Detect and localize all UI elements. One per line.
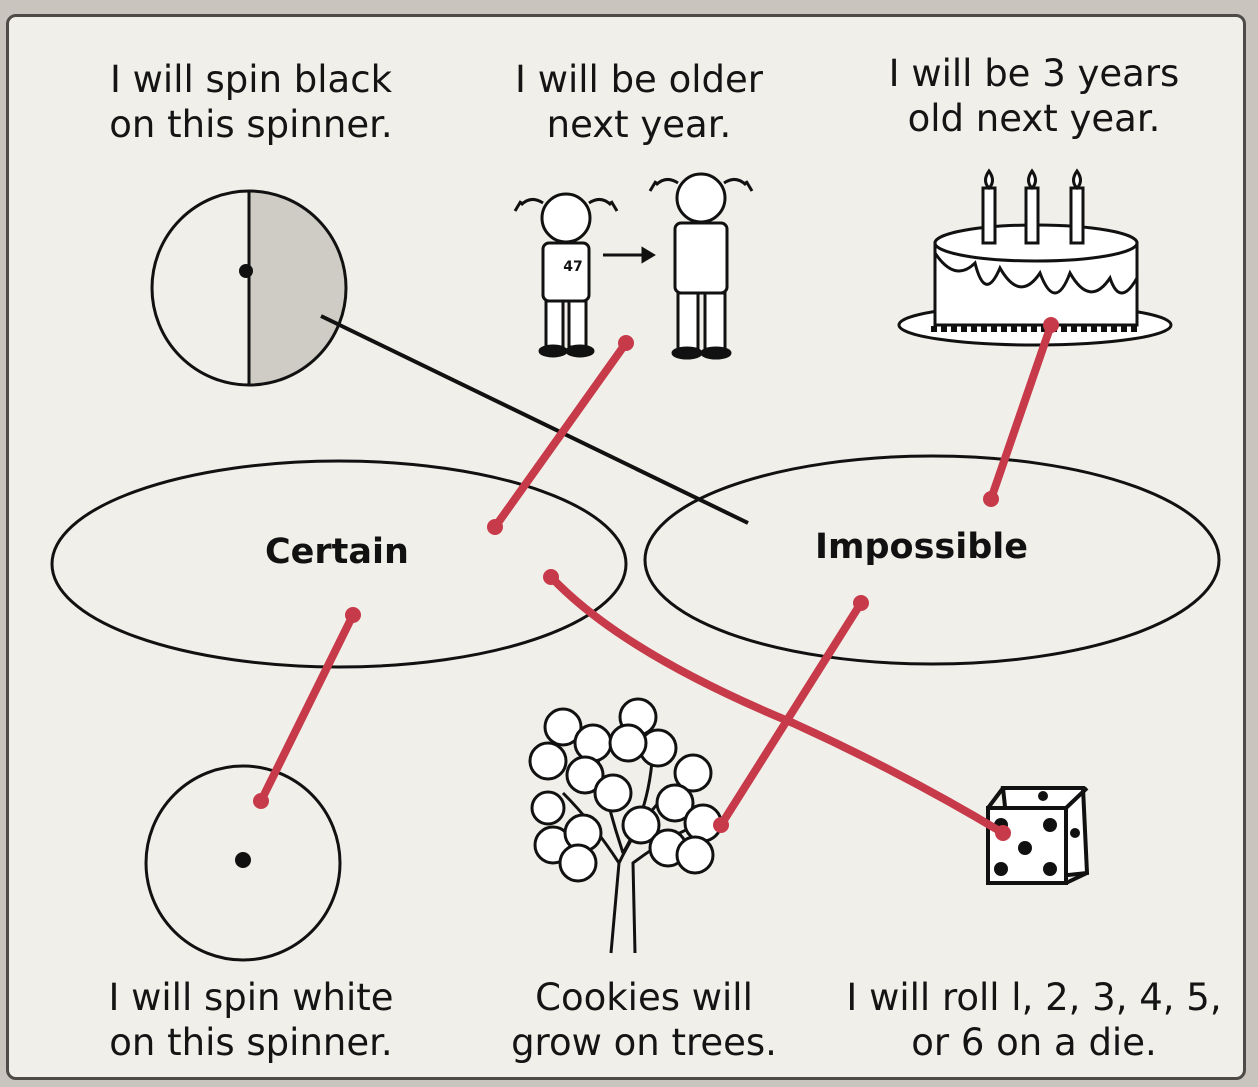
card-die-line1: I will roll l, 2, 3, 4, 5, [846,976,1222,1019]
card-die[interactable]: I will roll l, 2, 3, 4, 5, or 6 on a die… [829,975,1239,1065]
card-die-line2: or 6 on a die. [911,1021,1157,1064]
card-spin-white-line1: I will spin white [108,976,394,1019]
card-older-line2: next year. [546,103,732,146]
girl-growing-older-icon [513,172,754,360]
certain-oval[interactable] [50,459,628,669]
card-spin-black-line2: on this spinner. [109,103,393,146]
card-spin-white-line2: on this spinner. [109,1021,393,1064]
card-three-years-line1: I will be 3 years [888,52,1180,95]
worksheet: 47 I will spin black on this spinner. I … [6,14,1246,1080]
impossible-oval[interactable] [643,454,1221,666]
spinner-black-half-icon [150,189,348,387]
card-cookies-line1: Cookies will [535,976,753,1019]
card-cookies-line2: grow on trees. [511,1021,777,1064]
marker-match-lines [257,321,1055,837]
card-three-years-line2: old next year. [907,97,1161,140]
card-cookies[interactable]: Cookies will grow on trees. [499,975,789,1065]
birthday-cake-icon [897,168,1173,347]
spinner-all-white-icon [144,764,342,962]
shirt-number: 47 [563,259,583,275]
card-spin-white[interactable]: I will spin white on this spinner. [91,975,411,1065]
card-spin-black-line1: I will spin black [110,58,392,101]
card-spin-black[interactable]: I will spin black on this spinner. [91,57,411,147]
impossible-label: Impossible [815,527,1029,567]
marker-line-die-to-certain [547,573,1007,837]
worksheet-artwork [50,168,1221,962]
marker-line-older-to-certain [491,339,630,531]
card-older[interactable]: I will be older next year. [489,57,789,147]
certain-label: Certain [265,532,409,572]
pencil-match-line [320,314,749,525]
marker-line-cake-to-impossible [987,321,1055,503]
marker-line-cookies-to-impossible [717,599,865,829]
marker-line-white-spinner-to-certain [257,611,357,805]
die-icon [986,786,1090,885]
card-older-line1: I will be older [515,58,763,101]
cookie-tree-icon [528,697,723,954]
card-three-years[interactable]: I will be 3 years old next year. [869,51,1199,141]
